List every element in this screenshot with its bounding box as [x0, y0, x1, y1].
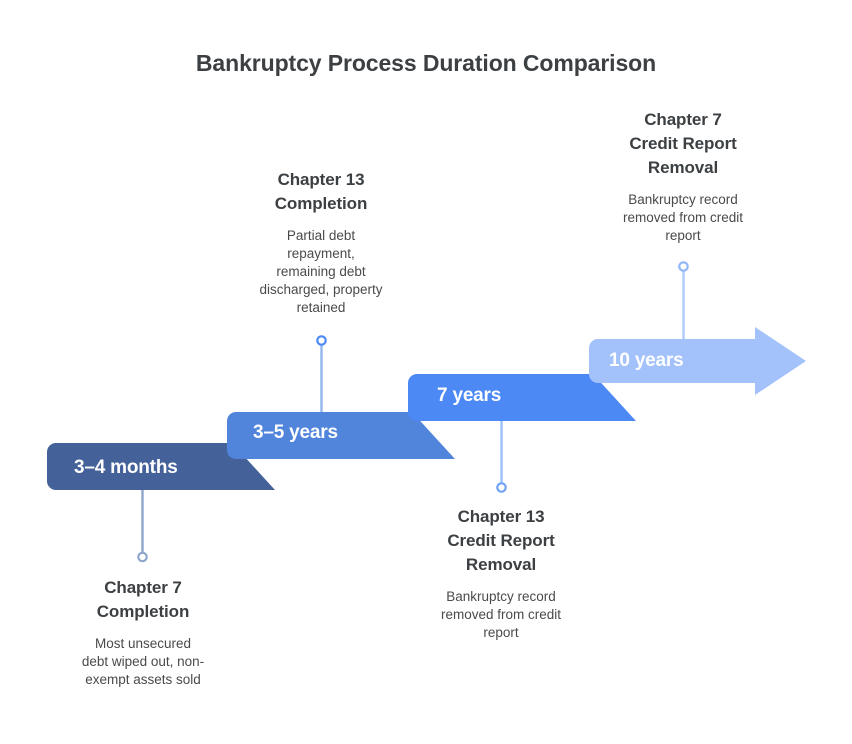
page-title: Bankruptcy Process Duration Comparison — [195, 50, 657, 76]
callout-chapter-13-completion: Chapter 13 Completion Partial debt repay… — [230, 168, 412, 317]
callout-desc-3-line2: removed from credit — [440, 607, 562, 622]
callout-desc-2-line2: repayment, — [287, 246, 355, 261]
callout-title-2-line2: Completion — [274, 194, 368, 213]
connector-step-3 — [496, 410, 507, 493]
connector-step-4 — [678, 261, 689, 340]
callout-title-3-line3: Removal — [465, 555, 537, 574]
callout-title-4-line2: Credit Report — [629, 134, 737, 153]
band-value-label-1: 3–4 months — [74, 457, 178, 478]
callout-title-4-line3: Removal — [647, 158, 719, 177]
callout-desc-1-line2: debt wiped out, non- — [81, 654, 205, 669]
callout-title-4-line1: Chapter 7 — [644, 110, 722, 129]
callout-title-1: Chapter 7 Completion — [52, 576, 234, 624]
callout-desc-4-line1: Bankruptcy record — [628, 192, 738, 207]
callout-desc-1: Most unsecured debt wiped out, non- exem… — [52, 635, 234, 689]
connector-step-1 — [137, 490, 148, 563]
callout-title-1-line1: Chapter 7 — [104, 578, 182, 597]
callout-desc-2-line3: remaining debt — [276, 264, 366, 279]
connector-step-2 — [316, 335, 327, 412]
callout-chapter-13-credit-report-removal: Chapter 13 Credit Report Removal Bankrup… — [410, 505, 592, 642]
callout-desc-4-line3: report — [665, 228, 701, 243]
callout-title-2: Chapter 13 Completion — [230, 168, 412, 216]
callout-desc-2-line4: discharged, property — [259, 282, 383, 297]
band-value-label-2: 3–5 years — [253, 422, 338, 443]
callout-chapter-7-completion: Chapter 7 Completion Most unsecured debt… — [52, 576, 234, 689]
callout-desc-1-line1: Most unsecured — [94, 636, 192, 651]
callout-desc-2-line1: Partial debt — [286, 228, 356, 243]
callout-desc-3: Bankruptcy record removed from credit re… — [410, 588, 592, 642]
callout-desc-2-line5: retained — [296, 300, 346, 315]
callout-desc-2: Partial debt repayment, remaining debt d… — [230, 227, 412, 317]
callout-desc-3-line3: report — [483, 625, 519, 640]
callout-title-3: Chapter 13 Credit Report Removal — [410, 505, 592, 577]
callout-desc-4-line2: removed from credit — [622, 210, 744, 225]
callout-title-3-line2: Credit Report — [447, 531, 555, 550]
callout-title-3-line1: Chapter 13 — [457, 507, 545, 526]
callout-title-1-line2: Completion — [96, 602, 190, 621]
callout-chapter-7-credit-report-removal: Chapter 7 Credit Report Removal Bankrupt… — [592, 108, 774, 245]
callout-desc-3-line1: Bankruptcy record — [446, 589, 556, 604]
band-value-label-3: 7 years — [437, 385, 502, 406]
callout-title-2-line1: Chapter 13 — [277, 170, 365, 189]
callout-desc-1-line3: exempt assets sold — [85, 672, 201, 687]
callout-desc-4: Bankruptcy record removed from credit re… — [592, 191, 774, 245]
callout-title-4: Chapter 7 Credit Report Removal — [592, 108, 774, 180]
band-value-label-4: 10 years — [609, 350, 684, 371]
